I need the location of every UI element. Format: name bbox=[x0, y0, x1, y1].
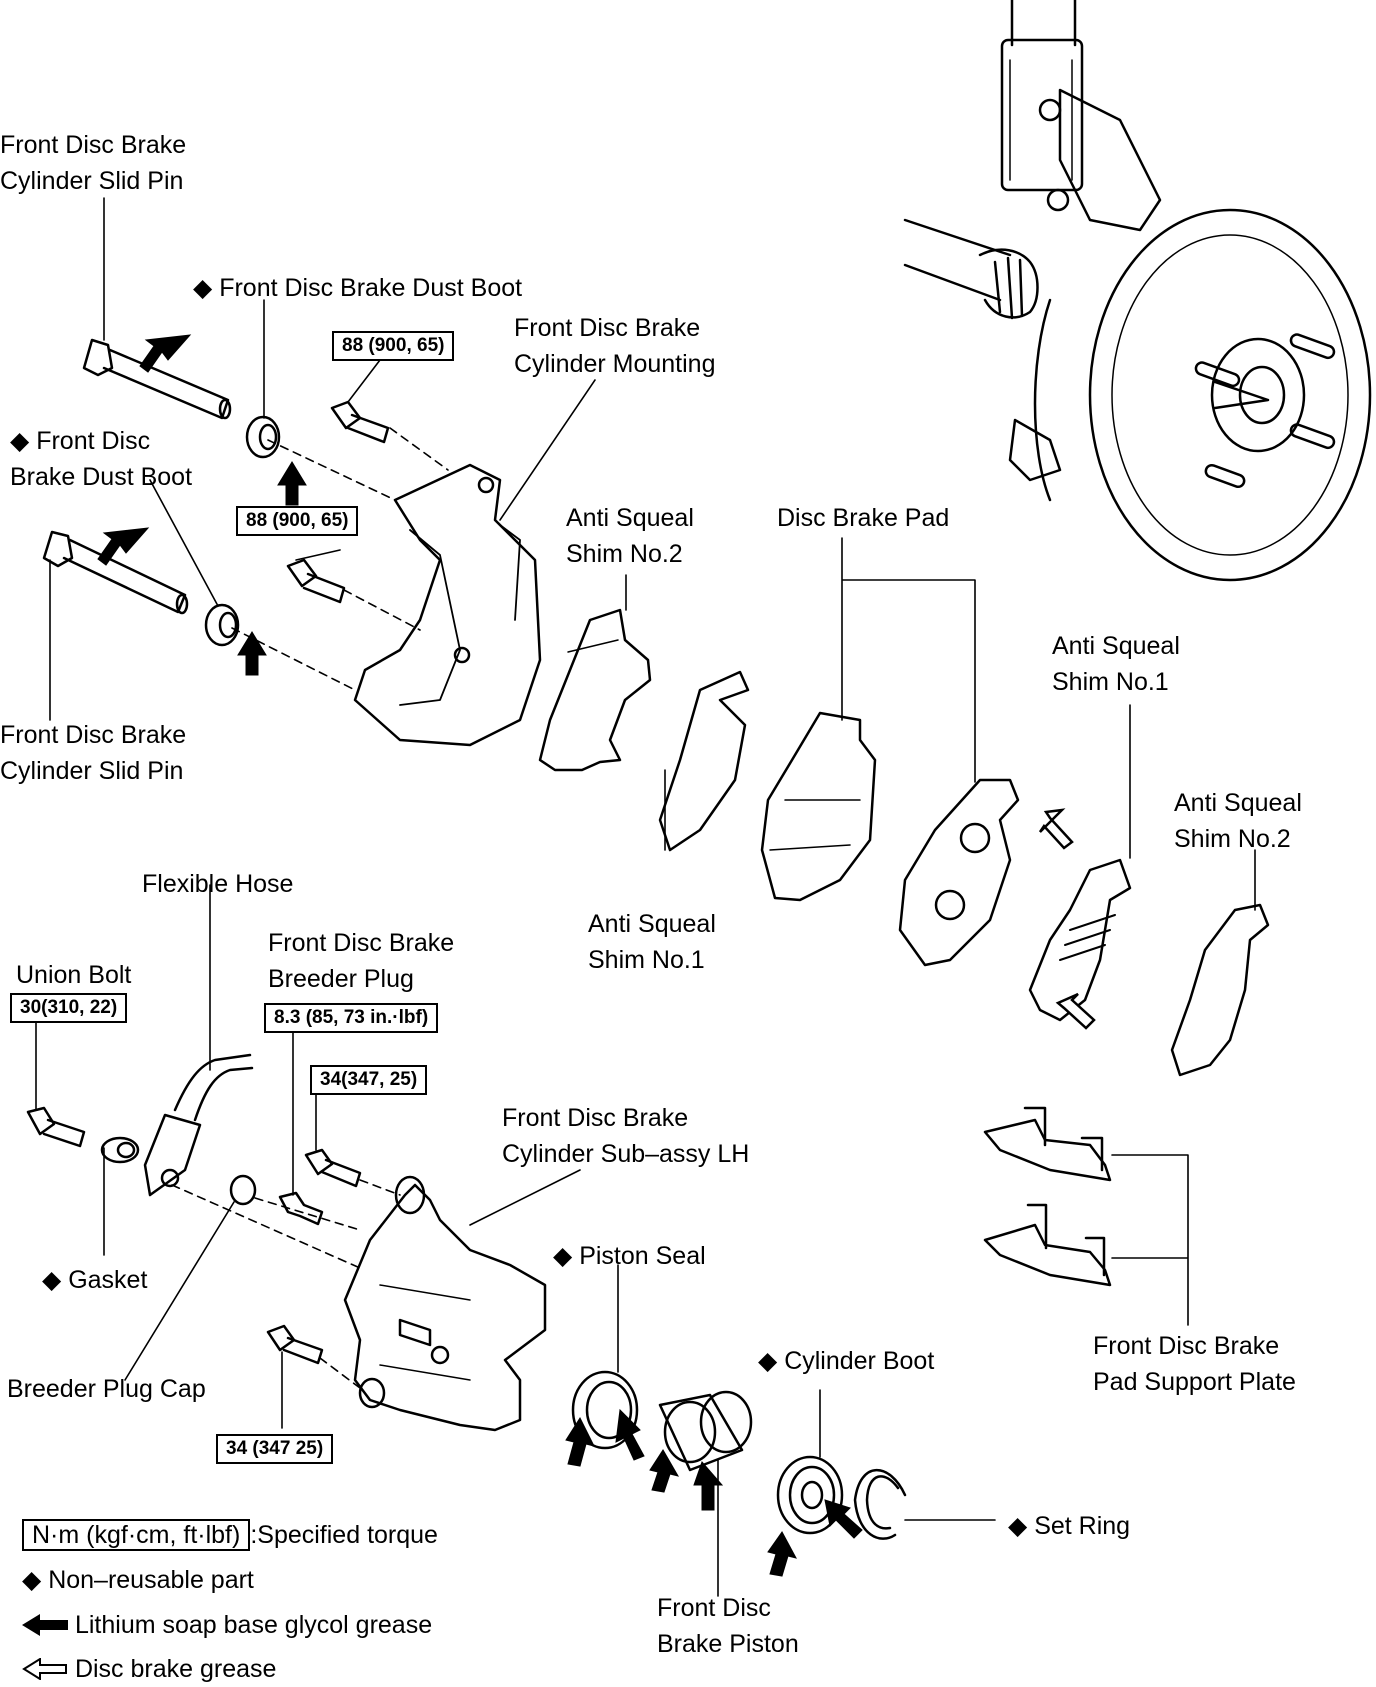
torque-box-mount-lower: 88 (900, 65) bbox=[236, 506, 359, 536]
torque-box-mount-upper: 88 (900, 65) bbox=[332, 331, 455, 361]
dust-boot-parts bbox=[204, 415, 281, 647]
piston-parts bbox=[571, 1370, 907, 1540]
torque-box-cyl-upper: 34(347, 25) bbox=[310, 1065, 428, 1095]
label-piston-seal: ◆ Piston Seal bbox=[553, 1242, 706, 1270]
label-cylinder-boot: ◆ Cylinder Boot bbox=[758, 1347, 935, 1375]
leader-lines bbox=[35, 197, 1256, 1597]
hollow-arrow-icon bbox=[22, 1657, 67, 1681]
label-disc-brake-pad: Disc Brake Pad bbox=[777, 504, 950, 532]
label-dust-boot-lower: ◆ Front Disc Brake Dust Boot bbox=[10, 427, 193, 491]
torque-box-cyl-lower: 34 (347 25) bbox=[216, 1434, 334, 1464]
label-dust-boot-upper: ◆ Front Disc Brake Dust Boot bbox=[193, 274, 523, 302]
legend-disc-grease: Disc brake grease bbox=[22, 1651, 276, 1687]
solid-arrow-icon bbox=[22, 1614, 68, 1636]
torque-box-union-bolt: 30(310, 22) bbox=[10, 993, 128, 1023]
legend-lithium-grease: Lithium soap base glycol grease bbox=[22, 1607, 432, 1643]
slide-pin-lower bbox=[42, 530, 189, 615]
legend-torque-box: N·m (kgf·cm, ft·lbf) bbox=[22, 1519, 251, 1551]
hose-union-parts bbox=[26, 1053, 254, 1197]
torque-box-breeder-plug: 8.3 (85, 73 in.·lbf) bbox=[264, 1003, 439, 1033]
mounting-bolts bbox=[286, 400, 390, 604]
cylinder-bolts bbox=[266, 1148, 362, 1365]
caliper-body bbox=[343, 1175, 547, 1432]
label-flexible-hose: Flexible Hose bbox=[142, 870, 294, 898]
legend-torque: N·m (kgf·cm, ft·lbf):Specified torque bbox=[22, 1517, 438, 1553]
legend-non-reusable: ◆ Non–reusable part bbox=[22, 1566, 254, 1594]
pad-support-plates bbox=[983, 1106, 1112, 1287]
breeder-parts bbox=[229, 1174, 324, 1226]
label-gasket: ◆ Gasket bbox=[42, 1266, 148, 1294]
label-breeder-cap: Breeder Plug Cap bbox=[7, 1375, 206, 1403]
label-set-ring: ◆ Set Ring bbox=[1008, 1512, 1131, 1540]
label-union-bolt: Union Bolt bbox=[16, 961, 132, 989]
alignment-lines bbox=[171, 427, 449, 1389]
cylinder-mounting-bracket bbox=[353, 463, 542, 747]
hub-and-disc-assembly bbox=[903, 0, 1372, 582]
slide-pin-upper bbox=[82, 338, 232, 420]
pads-and-shims bbox=[538, 608, 1270, 1077]
